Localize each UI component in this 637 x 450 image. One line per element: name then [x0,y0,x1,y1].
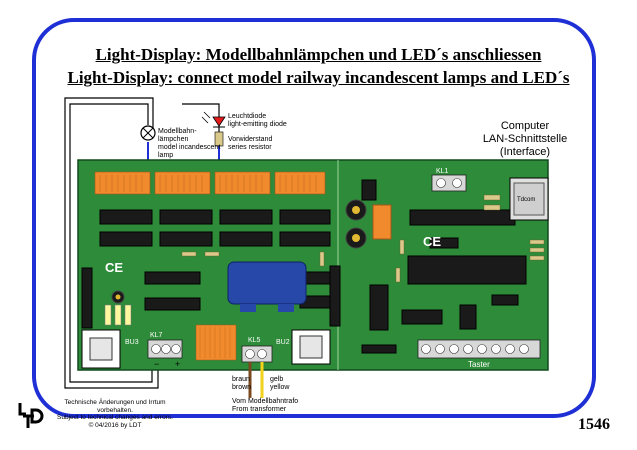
lamp-icon [140,125,156,141]
board-label-taster: Taster [468,360,490,369]
lamp-label: Modellbahn- lämpchen model incandescent … [158,128,221,159]
product-number: 1546 [578,416,610,433]
ic-chips [81,209,341,329]
led-icon [201,111,226,128]
led-label: Leuchtdiode light-emitting diode [228,113,287,128]
board-label-jack: Tdcom [517,197,536,203]
brown-wire-label: braun brown [232,376,252,391]
board-label-kl1: KL1 [436,168,449,175]
board-label-kl7: KL7 [150,332,163,339]
board-label-bu2: BU2 [276,339,290,346]
board-label-kl5: KL5 [248,337,261,344]
transformer-wires [248,362,264,398]
transformer-label: Vom Modellbahntrafo From transformer [232,398,299,413]
terminal-minus: − [154,359,160,369]
footnote: Technische Änderungen und Irrtum vorbeha… [57,399,173,429]
socket-bu2 [291,329,331,365]
electrolytic-capacitor [227,261,307,312]
resistor-label: Vorwiderstand series resistor [228,136,273,151]
computer-label: Computer LAN-Schnittstelle (Interface) [482,120,568,158]
series-resistor [214,131,224,147]
lan-jack [509,177,549,221]
title-german: Light-Display: Modellbahnlämpchen und LE… [95,45,542,64]
board-label-bu3: BU3 [125,339,139,346]
socket-bu3 [81,329,121,369]
title-english: Light-Display: connect model railway inc… [67,68,570,87]
output-connectors [94,171,326,195]
ce-mark-right: CE [423,234,442,249]
yellow-wire-label: gelb yellow [270,376,290,391]
terminal-plus: + [175,359,181,369]
ldt-logo [18,403,44,428]
rounded-frame [32,18,596,418]
ce-mark-left: CE [105,260,124,275]
